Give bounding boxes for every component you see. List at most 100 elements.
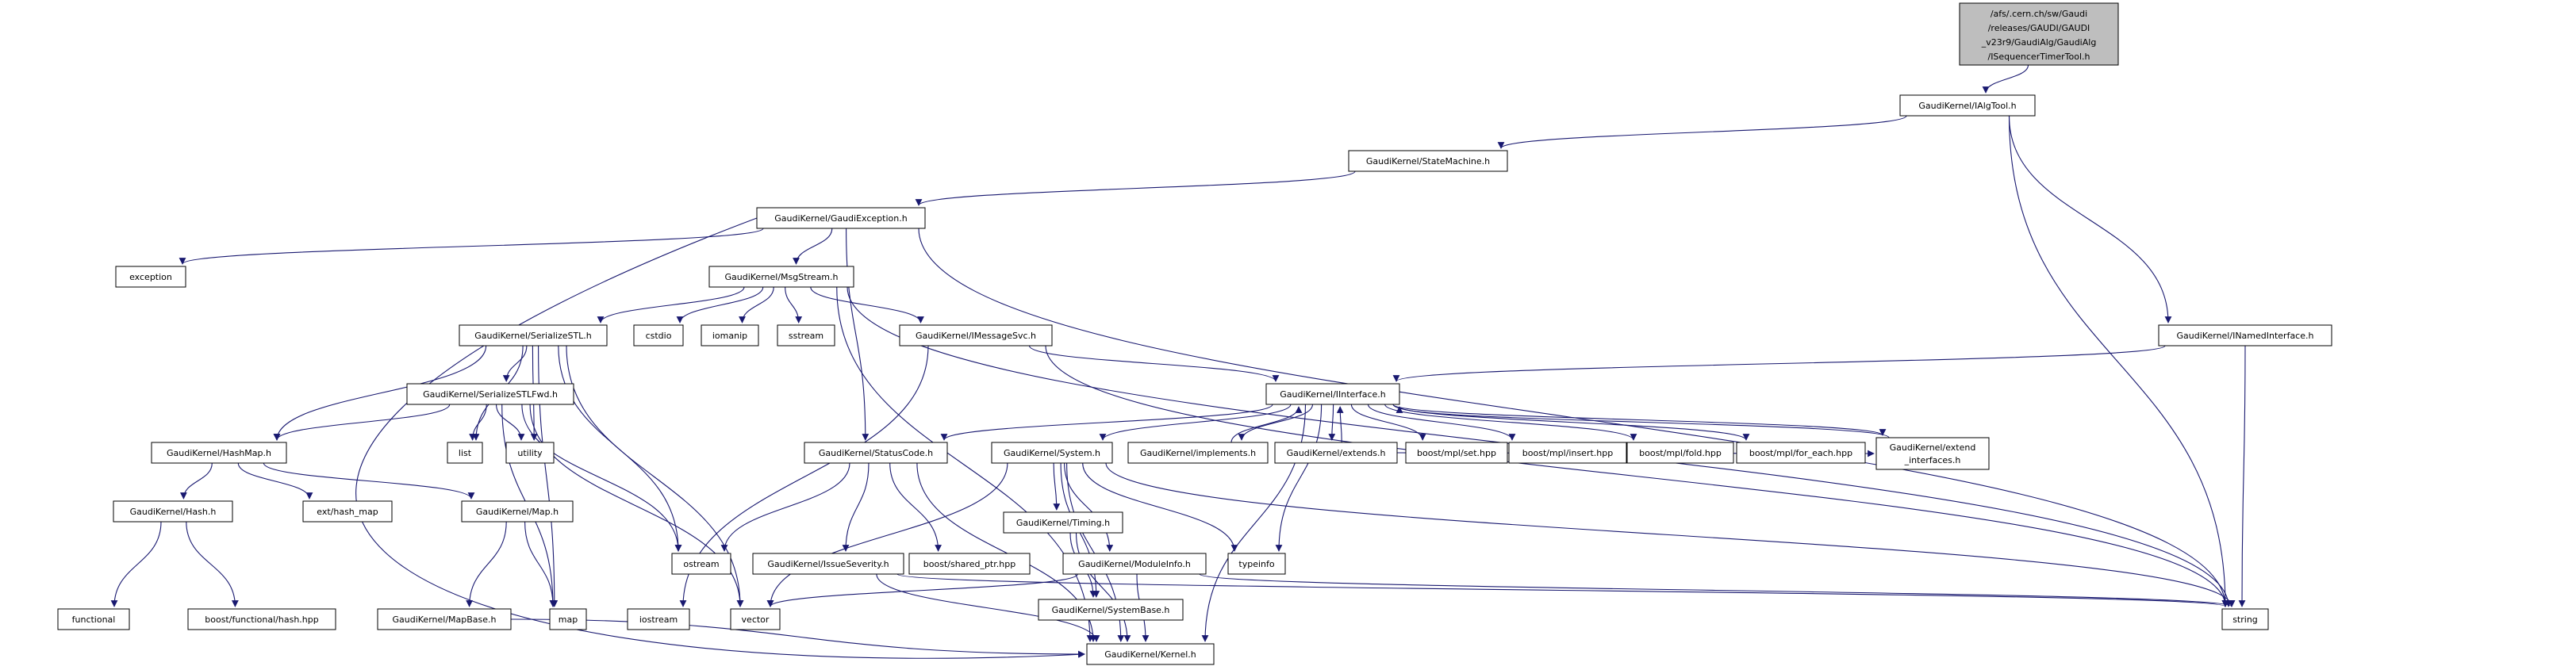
node-inamedinterface-h[interactable]: GaudiKernel/INamedInterface.h (2158, 324, 2332, 346)
node-boost-shared-ptr-hpp[interactable]: boost/shared_ptr.hpp (908, 553, 1031, 575)
include-edge-statuscode-ostream (720, 462, 850, 552)
node-map-h[interactable]: GaudiKernel/Map.h (461, 500, 574, 523)
node-boost-mpl-insert-hpp[interactable]: boost/mpl/insert.hpp (1508, 442, 1627, 464)
node-ext-hash-map[interactable]: ext/hash_map (302, 500, 393, 523)
include-edge-msgstream-imessagesvc (810, 286, 924, 324)
node-serializestlfwd-h[interactable]: GaudiKernel/SerializeSTLFwd.h (406, 383, 574, 405)
node-extends-h[interactable]: GaudiKernel/extends.h (1274, 442, 1398, 464)
node-label: GaudiKernel/ModuleInfo.h (1078, 559, 1191, 569)
node-string[interactable]: string (2221, 608, 2269, 630)
node-vector[interactable]: vector (730, 608, 781, 630)
include-edge-mapbase-kernel (510, 618, 1085, 658)
node-box (302, 500, 393, 523)
include-edge-iinterface-implements (1238, 404, 1314, 441)
node-cstdio[interactable]: cstdio (633, 324, 684, 346)
node-hashmap-h[interactable]: GaudiKernel/HashMap.h (151, 442, 287, 464)
node-box (1959, 2, 2119, 66)
node-kernel-h[interactable]: GaudiKernel/Kernel.h (1086, 643, 1215, 665)
node-boost-functional-hash-hpp[interactable]: boost/functional/hash.hpp (187, 608, 336, 630)
node-boost-mpl-set-hpp[interactable]: boost/mpl/set.hpp (1405, 442, 1508, 464)
node-system-h[interactable]: GaudiKernel/System.h (991, 442, 1113, 464)
node-iostream[interactable]: iostream (627, 608, 690, 630)
node-box (991, 442, 1113, 464)
node-imessagesvc-h[interactable]: GaudiKernel/IMessageSvc.h (899, 324, 1053, 346)
node-box (1508, 442, 1627, 464)
node-isequencertimertool-h[interactable]: /afs/.cern.ch/sw/Gaudi /releases/GAUDI/G… (1959, 2, 2119, 66)
node-boost-mpl-fold-hpp[interactable]: boost/mpl/fold.hpp (1626, 442, 1734, 464)
node-box (2158, 324, 2332, 346)
node-box (549, 608, 587, 630)
include-edge-moduleinfo-vector (766, 573, 1078, 607)
node-box (115, 266, 186, 288)
node-issueseverity-h[interactable]: GaudiKernel/IssueSeverity.h (752, 553, 904, 575)
include-edge-msgstream-cstdio (676, 286, 764, 324)
include-edge-system-typeinfo (1082, 462, 1238, 552)
node-label: GaudiKernel/Kernel.h (1104, 649, 1196, 660)
node-box (752, 553, 904, 575)
node-label: boost/mpl/insert.hpp (1522, 448, 1613, 458)
node-systembase-h[interactable]: GaudiKernel/SystemBase.h (1038, 599, 1184, 621)
node-statemachine-h[interactable]: GaudiKernel/StateMachine.h (1348, 150, 1508, 172)
node-map[interactable]: map (549, 608, 587, 630)
node-iinterface-h[interactable]: GaudiKernel/IInterface.h (1265, 383, 1400, 405)
node-list[interactable]: list (447, 442, 483, 464)
include-edge-hash-functional (110, 521, 162, 607)
node-box (1626, 442, 1734, 464)
include-edge-statuscode-issueseverity (842, 462, 870, 552)
include-edge-system-string (1105, 462, 2236, 607)
node-box (1127, 442, 1269, 464)
include-edge-serializestl-serializestlfwd (502, 345, 528, 382)
node-timing-h[interactable]: GaudiKernel/Timing.h (1003, 511, 1123, 534)
node-label: boost/functional/hash.hpp (205, 614, 318, 625)
node-label: GaudiKernel/IMessageSvc.h (916, 331, 1036, 341)
node-mapbase-h[interactable]: GaudiKernel/MapBase.h (377, 608, 512, 630)
include-edge-gaudiexception-msgstream (793, 228, 833, 265)
node-label: boost/mpl/for_each.hpp (1749, 448, 1852, 458)
node-label: GaudiKernel/SerializeSTLFwd.h (423, 389, 558, 400)
node-ialgtool-h[interactable]: GaudiKernel/IAlgTool.h (1899, 94, 2036, 117)
node-extend-interfaces-h[interactable]: GaudiKernel/extend _interfaces.h (1875, 437, 1990, 470)
include-edge-msgstream-iomanip (739, 286, 774, 324)
node-utility[interactable]: utility (505, 442, 555, 464)
node-statuscode-h[interactable]: GaudiKernel/StatusCode.h (804, 442, 948, 464)
include-edge-hashmap-exthashmap (237, 462, 313, 500)
node-sstream[interactable]: sstream (777, 324, 835, 346)
node-box (113, 500, 233, 523)
include-edge-ialgtool-string (2008, 115, 2229, 607)
node-hash-h[interactable]: GaudiKernel/Hash.h (113, 500, 233, 523)
node-gaudiexception-h[interactable]: GaudiKernel/GaudiException.h (756, 207, 926, 229)
node-label: GaudiKernel/Hash.h (130, 507, 217, 517)
node-label: GaudiKernel/MapBase.h (392, 614, 496, 625)
include-edge-iinterface-mplforeach (1392, 404, 1750, 441)
node-box (730, 608, 781, 630)
node-label: functional (72, 614, 116, 625)
node-box (899, 324, 1053, 346)
node-serializestl-h[interactable]: GaudiKernel/SerializeSTL.h (459, 324, 608, 346)
include-edge-system-timing (1053, 462, 1061, 511)
node-label: string (2232, 614, 2258, 625)
node-box (777, 324, 835, 346)
node-label: GaudiKernel/Timing.h (1016, 518, 1110, 528)
node-box (1875, 437, 1990, 470)
node-ostream[interactable]: ostream (671, 553, 731, 575)
include-edge-iinterface-typeinfo (1275, 404, 1323, 552)
node-label: GaudiKernel/System.h (1004, 448, 1100, 458)
node-functional[interactable]: functional (57, 608, 130, 630)
node-iomanip[interactable]: iomanip (701, 324, 759, 346)
node-box (671, 553, 731, 575)
include-edge-imessagesvc-string (1045, 345, 2229, 607)
include-edge-statemachine-gaudiexception (915, 170, 1356, 206)
node-box (1265, 383, 1400, 405)
node-boost-mpl-for-each-hpp[interactable]: boost/mpl/for_each.hpp (1736, 442, 1866, 464)
node-typeinfo[interactable]: typeinfo (1227, 553, 1286, 575)
include-edge-inamedinterface-iinterface (1392, 345, 2166, 382)
node-box (461, 500, 574, 523)
include-edge-iinterface-extends (1328, 404, 1336, 441)
node-msgstream-h[interactable]: GaudiKernel/MsgStream.h (708, 266, 854, 288)
include-edge-serializestl-hashmap (273, 345, 487, 441)
node-label-line: _interfaces.h (1904, 455, 1961, 465)
node-exception[interactable]: exception (115, 266, 186, 288)
include-edge-ialgtool-statemachine (1497, 115, 1907, 149)
node-moduleinfo-h[interactable]: GaudiKernel/ModuleInfo.h (1062, 553, 1207, 575)
node-implements-h[interactable]: GaudiKernel/implements.h (1127, 442, 1269, 464)
